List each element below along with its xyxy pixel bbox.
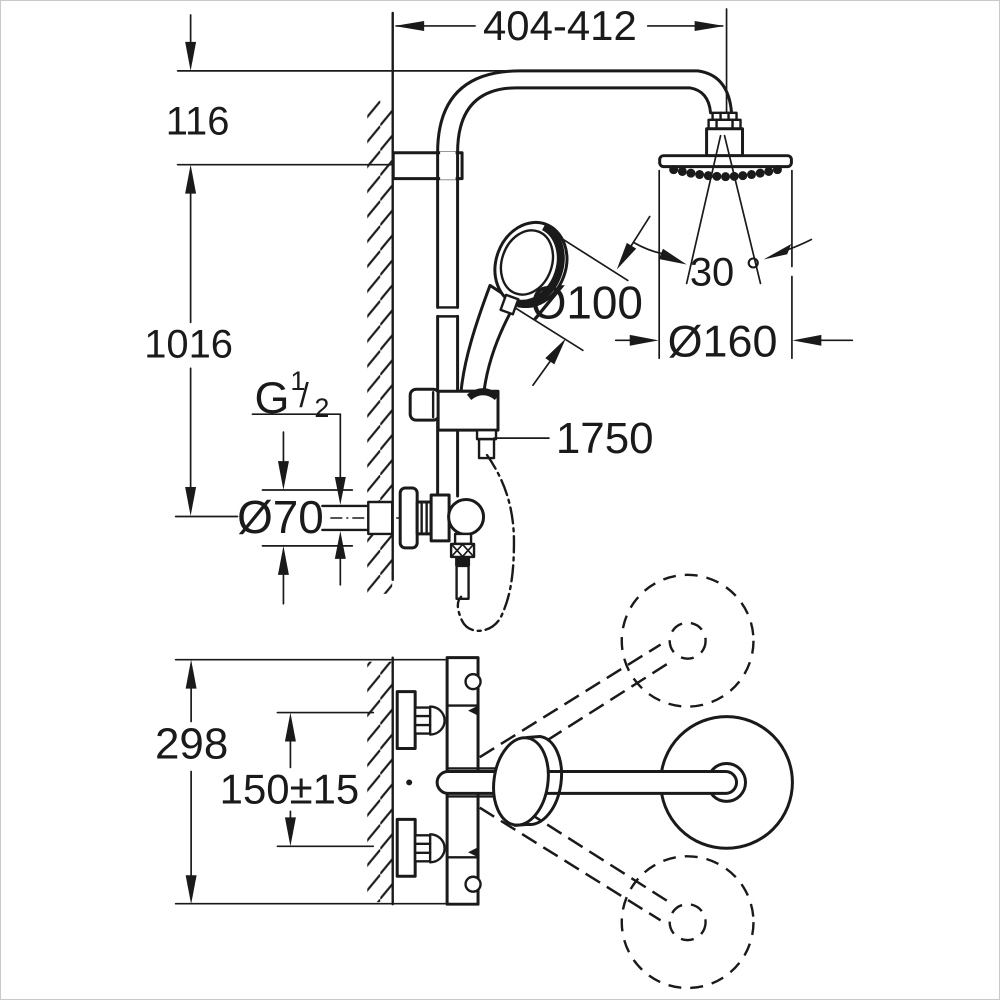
dim-116-label: 116 [166, 100, 230, 144]
hose-outlet [475, 428, 498, 441]
arm-sleeve [492, 735, 564, 827]
handle-junction [499, 293, 520, 316]
head-shower-position-down [620, 855, 755, 990]
hand-shower-face-inner [499, 229, 555, 296]
dim-escutcheon-diameter-label: Ø70 [237, 491, 324, 543]
handle-seat [466, 388, 500, 401]
head-shower [658, 111, 793, 285]
wall-section-plan-view [367, 656, 394, 906]
supply-inlet-bottom [395, 817, 446, 878]
valve-union-nut [415, 500, 433, 536]
valve-hose-outlet [455, 564, 470, 600]
dimension-arrows-top-view [185, 14, 854, 605]
valve-body [429, 493, 451, 543]
shower-arm-plan [435, 715, 794, 850]
supply-union-nut [367, 500, 394, 536]
hose-collar [455, 556, 471, 566]
thermostat-valve-side [321, 486, 486, 600]
head-shower-position-up [620, 573, 755, 708]
valve-knob [447, 498, 486, 536]
dimension-arrows-plan-view [174, 658, 451, 905]
dim-top-width-label: 404-412 [483, 2, 637, 49]
hose-coupling-nut [449, 542, 476, 559]
supply-inlet-top [395, 690, 446, 750]
dim-inlet-spacing-label: 150±15 [220, 765, 360, 812]
slider-body [436, 389, 500, 432]
arm-pipe-outer [436, 69, 734, 309]
rail-slider-holder [408, 387, 500, 460]
dim-spray-angle-label: 30 ° [690, 250, 761, 294]
center-mark [406, 779, 413, 786]
head-shower-cone [705, 127, 745, 158]
spray-angle-line-left [685, 134, 722, 285]
dim-head-shower-diameter-label: Ø160 [668, 315, 778, 366]
dim-hand-shower-diameter-label: Ø100 [531, 276, 643, 328]
hand-shower-face-band [517, 223, 565, 308]
spray-face [669, 165, 782, 182]
slider-lock-knob [408, 387, 441, 422]
dim-1016-label: 1016 [144, 322, 233, 366]
spray-angle-line-right [723, 134, 762, 285]
rail-wall-bracket [391, 151, 464, 181]
head-shower-plate [658, 154, 793, 169]
arm-pipe-inner [456, 86, 713, 309]
dim-thread-label: G 1 / 2 [254, 366, 329, 423]
valve-escutcheon [398, 486, 419, 550]
hand-shower [459, 220, 569, 393]
dim-plate-height-label: 298 [155, 719, 228, 768]
dim-hose-length-label: 1750 [556, 414, 654, 463]
spray-angle-leaders [632, 238, 813, 265]
shower-arm-bar [435, 769, 739, 795]
wall-hatch-plan [367, 661, 393, 903]
shower-hose [456, 453, 516, 632]
